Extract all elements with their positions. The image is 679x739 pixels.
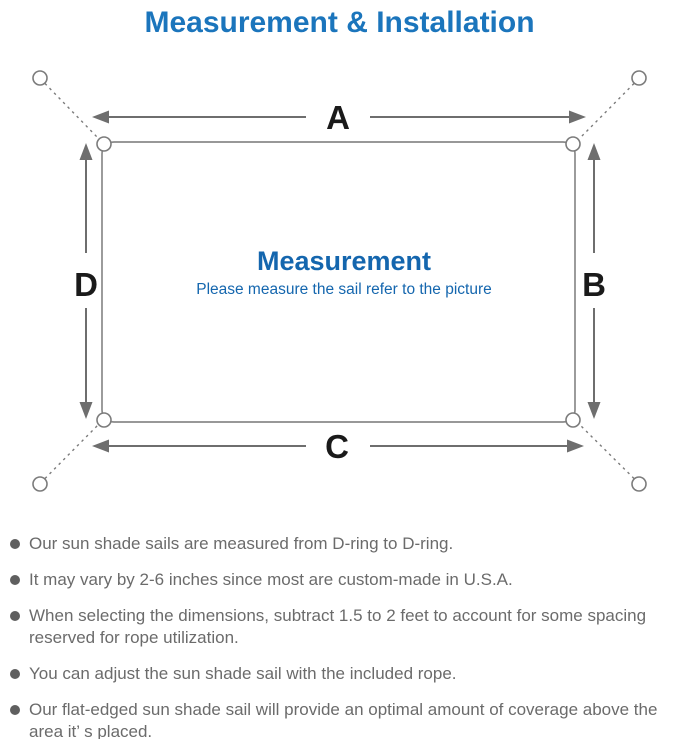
- bullet-icon: [10, 705, 20, 715]
- d-ring-bottom-left-icon: [96, 412, 112, 428]
- sail-outline: [101, 141, 576, 423]
- arrowhead-c-left-icon: [92, 439, 109, 453]
- arrowhead-a-right-icon: [569, 110, 586, 124]
- tether-line-top-left: [44, 83, 99, 139]
- tether-line-bottom-left: [44, 424, 99, 479]
- arrowhead-d-top-icon: [79, 143, 93, 160]
- tether-line-bottom-right: [579, 424, 635, 479]
- bullet-text: When selecting the dimensions, subtract …: [29, 606, 647, 647]
- bullet-icon: [10, 669, 20, 679]
- sail-center-title: Measurement: [257, 246, 431, 276]
- anchor-ring-bottom-right-icon: [631, 476, 647, 492]
- bullet-text: It may vary by 2-6 inches since most are…: [29, 570, 513, 589]
- bullet-icon: [10, 539, 20, 549]
- list-item: You can adjust the sun shade sail with t…: [10, 663, 668, 685]
- list-item: It may vary by 2-6 inches since most are…: [10, 569, 668, 591]
- anchor-ring-top-left-icon: [32, 70, 48, 86]
- bullet-icon: [10, 575, 20, 585]
- edge-label-d: D: [74, 266, 98, 303]
- d-ring-top-right-icon: [565, 136, 581, 152]
- edge-label-c: C: [325, 428, 349, 465]
- edge-label-a: A: [326, 99, 350, 136]
- bullet-text: Our sun shade sails are measured from D-…: [29, 534, 454, 553]
- tether-line-top-right: [579, 83, 635, 139]
- bullet-text: Our flat-edged sun shade sail will provi…: [29, 700, 658, 739]
- edge-label-b: B: [582, 266, 606, 303]
- list-item: Our flat-edged sun shade sail will provi…: [10, 699, 668, 739]
- arrowhead-a-left-icon: [92, 110, 109, 124]
- d-ring-bottom-right-icon: [565, 412, 581, 428]
- page-title: Measurement & Installation: [144, 6, 535, 39]
- arrowhead-b-top-icon: [587, 143, 601, 160]
- arrowhead-b-bottom-icon: [587, 402, 601, 419]
- list-item: Our sun shade sails are measured from D-…: [10, 533, 668, 555]
- notes-list: Our sun shade sails are measured from D-…: [10, 533, 668, 739]
- d-rings: [96, 136, 581, 428]
- list-item: When selecting the dimensions, subtract …: [10, 605, 668, 649]
- sail-center-subtitle: Please measure the sail refer to the pic…: [196, 281, 492, 298]
- measurement-diagram: A C D B Measurement Please measure the s…: [32, 70, 647, 492]
- arrowhead-c-right-icon: [567, 439, 584, 453]
- bullet-text: You can adjust the sun shade sail with t…: [29, 664, 457, 683]
- bullet-icon: [10, 611, 20, 621]
- arrowhead-d-bottom-icon: [79, 402, 93, 419]
- anchor-ring-top-right-icon: [631, 70, 647, 86]
- d-ring-top-left-icon: [96, 136, 112, 152]
- anchor-ring-bottom-left-icon: [32, 476, 48, 492]
